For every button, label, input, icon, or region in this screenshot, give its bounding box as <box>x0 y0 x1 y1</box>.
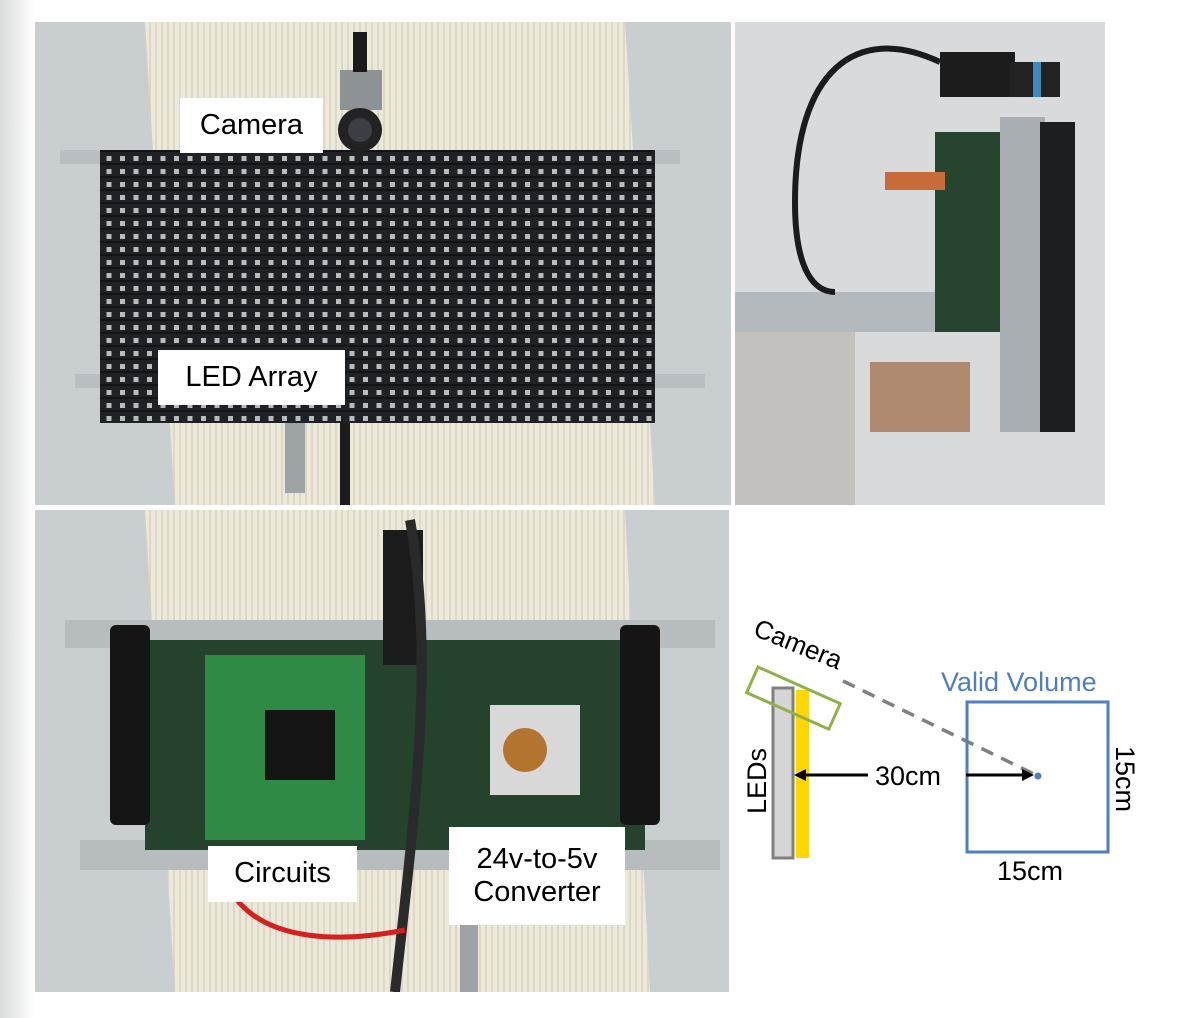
photo-front-view: Camera LED Array <box>35 22 731 505</box>
page-edge-shadow <box>0 0 34 1018</box>
label-converter-line2: Converter <box>473 876 601 908</box>
led-panel <box>771 686 795 860</box>
camera-cable <box>791 45 942 295</box>
distance-label: 30cm <box>875 761 941 791</box>
valid-volume-label: Valid Volume <box>941 667 1097 697</box>
cable <box>340 423 350 505</box>
circuit-board <box>935 132 1000 332</box>
camera-body <box>940 52 1015 97</box>
cable-bundle <box>390 519 427 992</box>
camera-lens-inner <box>348 118 372 142</box>
height-label: 15cm <box>1110 746 1140 812</box>
inductor <box>503 728 547 772</box>
mount-post <box>285 423 305 493</box>
front-photo-illustration <box>35 22 731 505</box>
camera-body <box>340 70 382 110</box>
photo-back-view: Circuits 24v-to-5v Converter <box>35 510 729 992</box>
side-photo-illustration <box>735 22 1105 505</box>
photo-side-view <box>735 22 1105 505</box>
valid-volume-box <box>965 700 1110 854</box>
camera-sightline <box>842 679 1039 778</box>
hand-sleeve <box>735 312 855 505</box>
power-module <box>870 362 970 432</box>
label-converter-line1: 24v-to-5v <box>476 842 598 875</box>
camera-cable <box>353 32 367 72</box>
arrowhead-right <box>1022 769 1034 781</box>
rail-vertical <box>1000 117 1045 432</box>
width-label: 15cm <box>997 856 1063 886</box>
label-led-array: LED Array <box>158 350 345 405</box>
ribbon-cable <box>885 172 945 190</box>
controller-chip <box>265 710 335 780</box>
led-panel-edge <box>1040 122 1075 432</box>
label-circuits: Circuits <box>208 846 357 902</box>
volume-center-point <box>1034 772 1042 780</box>
camera-box <box>744 665 843 732</box>
label-converter: 24v-to-5v Converter <box>449 827 625 925</box>
handle-left <box>110 625 150 825</box>
label-camera: Camera <box>180 98 323 153</box>
leds-label: LEDs <box>742 748 772 814</box>
lens-ring <box>1033 62 1041 97</box>
red-wire <box>222 879 406 940</box>
setup-schematic: Camera Valid Volume 30cm 15cm 15cm LEDs <box>742 613 1140 886</box>
handle-right <box>620 625 660 825</box>
schematic-camera-label: Camera <box>750 613 847 676</box>
mount-post <box>460 920 478 992</box>
arrowhead-left <box>794 769 806 781</box>
